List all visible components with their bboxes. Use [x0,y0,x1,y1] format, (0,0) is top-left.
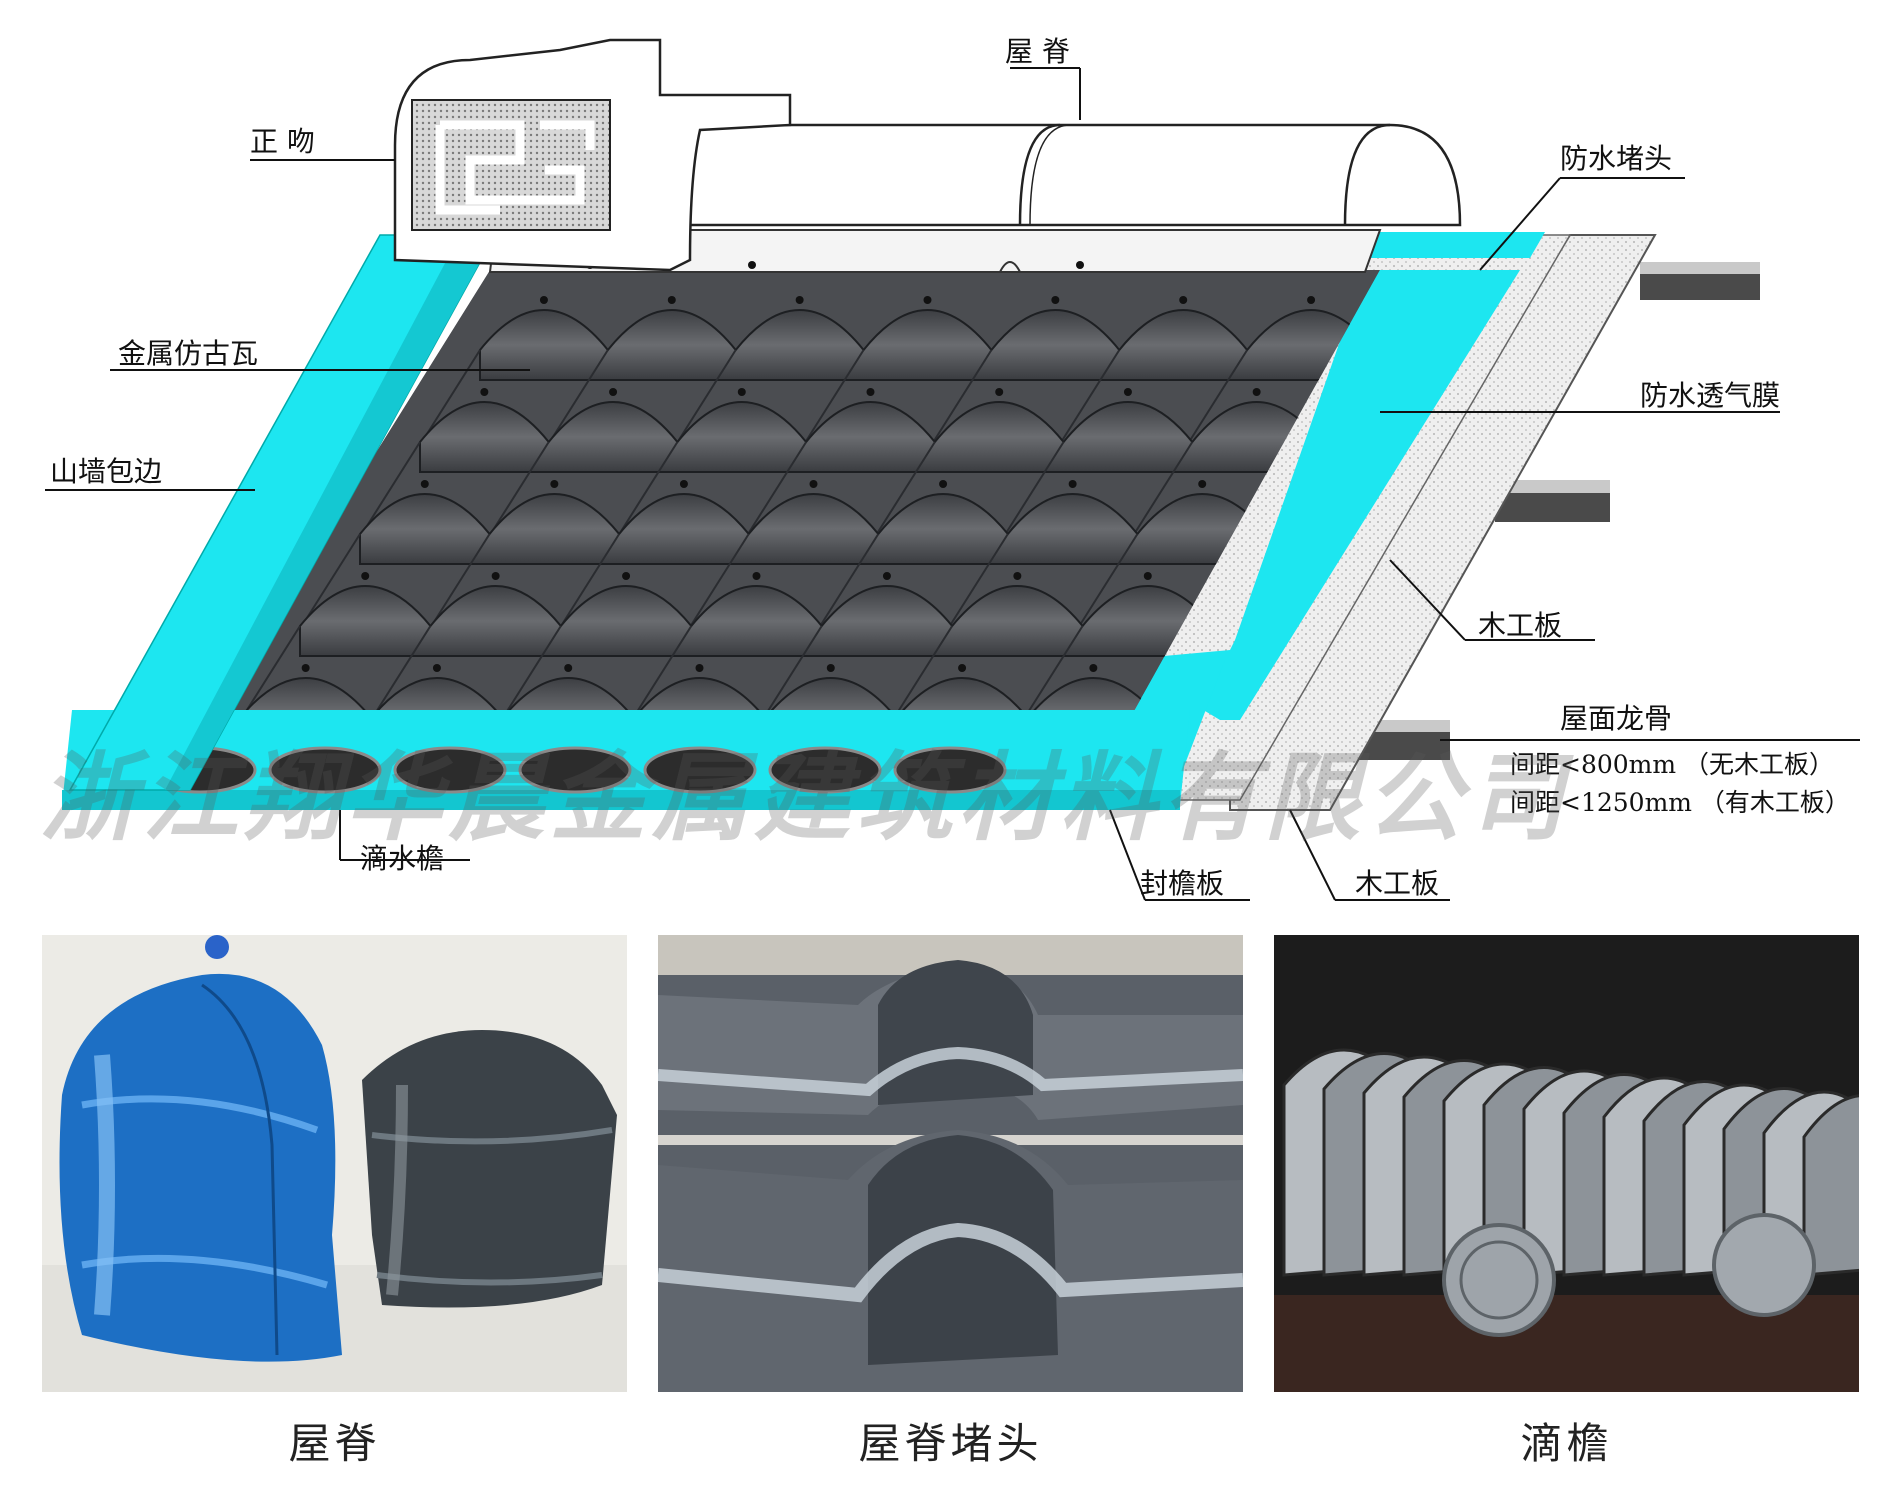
label-fascia-board: 封檐板 [1140,867,1225,900]
photo-ridge-plug [658,935,1243,1392]
label-purlin: 屋面龙骨 [1560,702,1673,735]
label-ridge: 屋 脊 [1005,35,1070,68]
waterproof-membrane [1120,270,1520,720]
ridge-cap [688,123,1462,227]
caption-ridge-plug: 屋脊堵头 [858,1419,1043,1468]
label-gable-trim: 山墙包边 [50,455,163,488]
label-metal-tile: 金属仿古瓦 [118,337,259,370]
caption-ridge: 屋脊 [288,1419,381,1468]
label-spacing-1: 间距<800mm （无木工板） [1510,750,1835,779]
ridge-ornament [393,38,792,272]
label-ridge-ornament: 正 吻 [250,125,315,158]
purlin-beams [1335,262,1760,760]
photo-drip-eave [1274,935,1859,1392]
label-waterproof-plug: 防水堵头 [1560,142,1673,175]
label-wood-board-right: 木工板 [1478,609,1563,642]
label-breathable-membrane: 防水透气膜 [1640,379,1781,412]
photo-ridge [42,935,627,1392]
label-spacing-2: 间距<1250mm （有木工板） [1510,788,1850,817]
roof-structure-diagram [45,38,1860,901]
label-drip-eave: 滴水檐 [360,842,445,875]
caption-drip-eave: 滴檐 [1520,1419,1613,1468]
leader-lines [45,67,1860,901]
label-wood-board-bottom: 木工板 [1355,867,1440,900]
